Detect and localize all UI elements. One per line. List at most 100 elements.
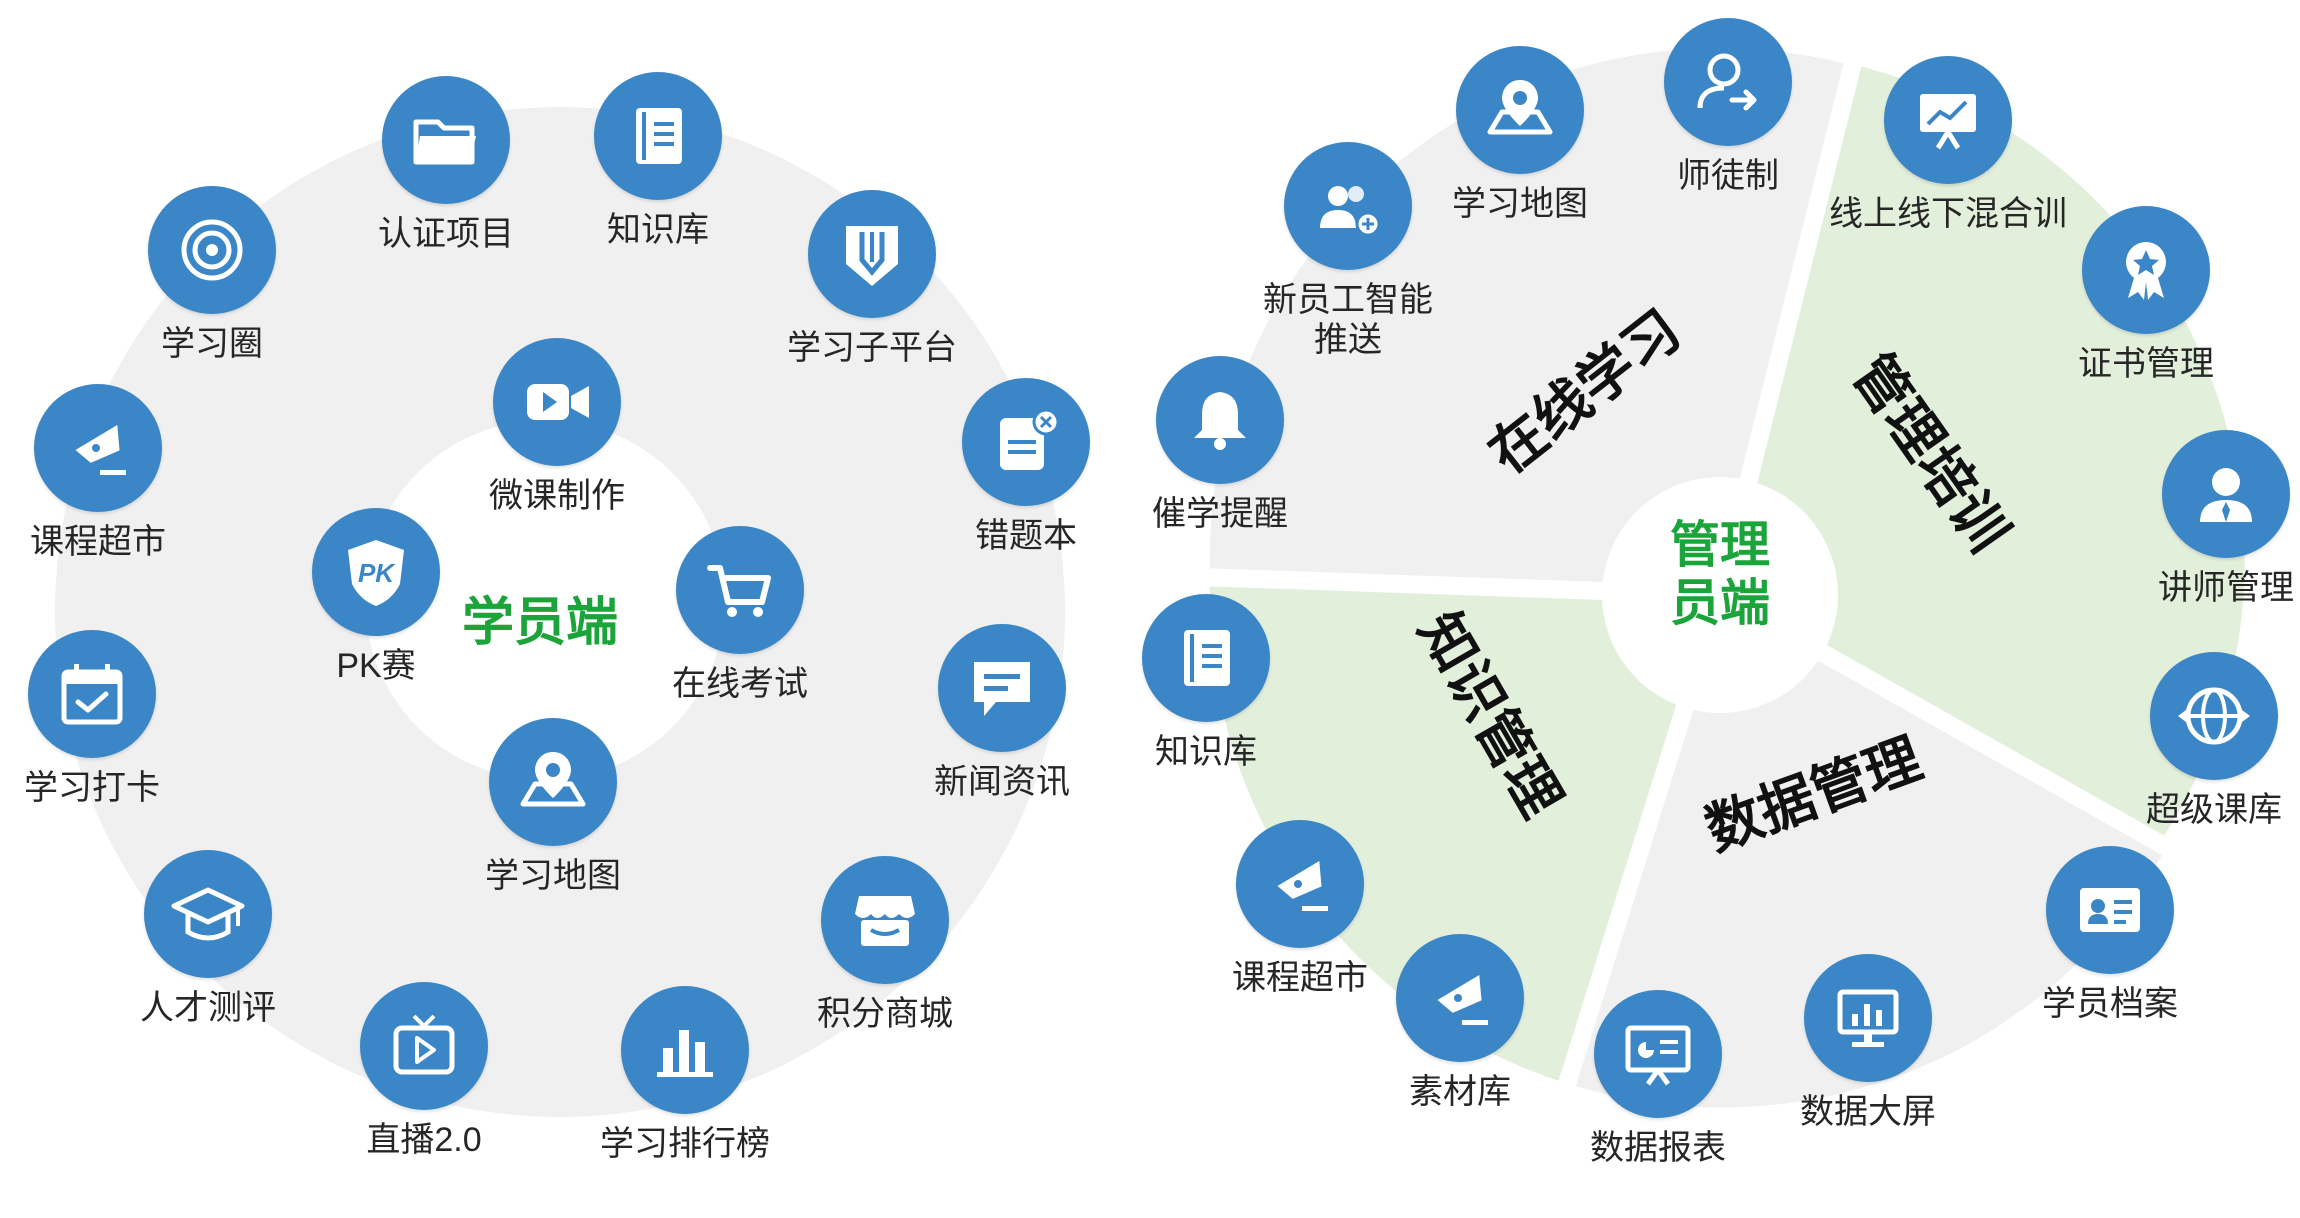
svg-text:PK: PK [358, 558, 396, 588]
sector-label-data-management: 数据管理 [1697, 726, 1930, 863]
pk-shield-icon: PK [312, 508, 440, 636]
student-item-label: 知识库 [607, 211, 709, 249]
student-item-live[interactable]: 直播2.0 [304, 982, 544, 1160]
admin-item-label: 学员档案 [2042, 985, 2178, 1023]
pencil-badge-icon [808, 190, 936, 318]
student-item-course-market[interactable]: 课程超市 [0, 384, 218, 562]
admin-item-label: 线上线下混合训 [1829, 195, 2067, 233]
admin-item-mentorship[interactable]: 师徒制 [1608, 18, 1848, 196]
calendar-check-icon [28, 630, 156, 758]
add-users-icon [1284, 142, 1412, 270]
student-item-label: 错题本 [975, 517, 1077, 555]
admin-item-learning-map[interactable]: 学习地图 [1400, 46, 1640, 224]
student-item-wrong-notes[interactable]: 错题本 [906, 378, 1146, 556]
student-item-check-in[interactable]: 学习打卡 [0, 630, 212, 808]
fountain-pen-icon [1396, 934, 1524, 1062]
student-item-learning-map[interactable]: 学习地图 [433, 718, 673, 896]
admin-item-label: 新员工智能推送 [1263, 281, 1433, 359]
admin-item-new-employee-push[interactable]: 新员工智能推送 [1228, 142, 1468, 360]
student-item-label: 学习子平台 [787, 329, 957, 367]
admin-item-course-market[interactable]: 课程超市 [1180, 820, 1420, 998]
award-icon [2082, 206, 2210, 334]
student-item-label: 学习排行榜 [600, 1125, 770, 1163]
admin-item-label: 知识库 [1155, 733, 1257, 771]
admin-item-blended-training[interactable]: 线上线下混合训 [1828, 56, 2068, 234]
student-item-label: 学习地图 [485, 857, 621, 895]
student-inner-disc [365, 420, 725, 780]
student-item-learning-circle[interactable]: 学习圈 [92, 186, 332, 364]
admin-item-label: 师徒制 [1677, 157, 1779, 195]
notebook-icon [594, 72, 722, 200]
wrong-note-icon [962, 378, 1090, 506]
admin-item-label: 学习地图 [1452, 185, 1588, 223]
bar-chart-icon [621, 986, 749, 1114]
student-item-label: 新闻资讯 [934, 763, 1070, 801]
student-item-micro-course[interactable]: 微课制作 [437, 338, 677, 516]
lecturer-icon [2162, 430, 2290, 558]
student-item-label: 人才测评 [140, 989, 276, 1027]
admin-center-disc [1602, 477, 1838, 713]
id-card-icon [2046, 846, 2174, 974]
admin-item-label: 讲师管理 [2158, 569, 2294, 607]
admin-item-student-records[interactable]: 学员档案 [1990, 846, 2230, 1024]
student-item-label: 学习圈 [161, 325, 263, 363]
admin-item-knowledge-base[interactable]: 知识库 [1086, 594, 1326, 772]
admin-item-data-reports[interactable]: 数据报表 [1538, 990, 1778, 1168]
map-pin-icon [1456, 46, 1584, 174]
admin-center-title: 管理 员端 [1620, 516, 1820, 632]
admin-item-label: 课程超市 [1232, 959, 1368, 997]
admin-item-material-library[interactable]: 素材库 [1340, 934, 1580, 1112]
admin-item-data-screen[interactable]: 数据大屏 [1748, 954, 1988, 1132]
admin-item-label: 证书管理 [2078, 345, 2214, 383]
map-pin-icon [489, 718, 617, 846]
student-item-label: 认证项目 [378, 215, 514, 253]
student-item-knowledge-base[interactable]: 知识库 [538, 72, 778, 250]
admin-item-super-course-library[interactable]: 超级课库 [2094, 652, 2300, 830]
student-item-label: 学习打卡 [24, 769, 160, 807]
student-item-pk[interactable]: PK PK赛 [256, 508, 496, 686]
student-item-sub-platform[interactable]: 学习子平台 [752, 190, 992, 368]
sector-label-management-training: 管理培训 [1840, 342, 2021, 563]
student-item-points-mall[interactable]: 积分商城 [765, 856, 1005, 1034]
sector-label-online-learning: 在线学习 [1476, 297, 1693, 486]
graduation-cap-icon [144, 850, 272, 978]
fountain-pen-icon [1236, 820, 1364, 948]
student-item-label: 直播2.0 [366, 1121, 482, 1159]
store-icon [821, 856, 949, 984]
admin-title-line1: 管理 [1670, 517, 1770, 573]
student-item-leaderboard[interactable]: 学习排行榜 [565, 986, 805, 1164]
admin-item-reminder[interactable]: 催学提醒 [1100, 356, 1340, 534]
admin-item-label: 超级课库 [2146, 791, 2282, 829]
message-icon [938, 624, 1066, 752]
folder-icon [382, 76, 510, 204]
sector-data-management [1572, 595, 2165, 1108]
admin-item-certificates[interactable]: 证书管理 [2026, 206, 2266, 384]
student-item-online-exam[interactable]: 在线考试 [620, 526, 860, 704]
student-item-news[interactable]: 新闻资讯 [882, 624, 1122, 802]
target-icon [148, 186, 276, 314]
student-item-label: PK赛 [336, 647, 416, 685]
sector-knowledge-management [1209, 582, 1720, 1083]
student-item-certification[interactable]: 认证项目 [326, 76, 566, 254]
admin-item-label: 数据大屏 [1800, 1093, 1936, 1131]
fountain-pen-icon [34, 384, 162, 512]
user-arrow-icon [1664, 18, 1792, 146]
presentation-icon [1884, 56, 2012, 184]
bell-icon [1156, 356, 1284, 484]
video-camera-icon [493, 338, 621, 466]
globe-icon [2150, 652, 2278, 780]
admin-title-line2: 员端 [1670, 575, 1770, 631]
shopping-cart-icon [676, 526, 804, 654]
sector-label-knowledge-management: 知识管理 [1407, 601, 1574, 828]
monitor-chart-icon [1804, 954, 1932, 1082]
notebook-icon [1142, 594, 1270, 722]
admin-item-lecturers[interactable]: 讲师管理 [2106, 430, 2300, 608]
student-item-assessment[interactable]: 人才测评 [88, 850, 328, 1028]
student-item-label: 在线考试 [672, 665, 808, 703]
sector-online-learning [1209, 48, 1850, 596]
admin-item-label: 催学提醒 [1152, 495, 1288, 533]
student-center-title: 学员端 [461, 594, 618, 652]
student-item-label: 积分商城 [817, 995, 953, 1033]
tv-icon [360, 982, 488, 1110]
student-item-label: 课程超市 [30, 523, 166, 561]
